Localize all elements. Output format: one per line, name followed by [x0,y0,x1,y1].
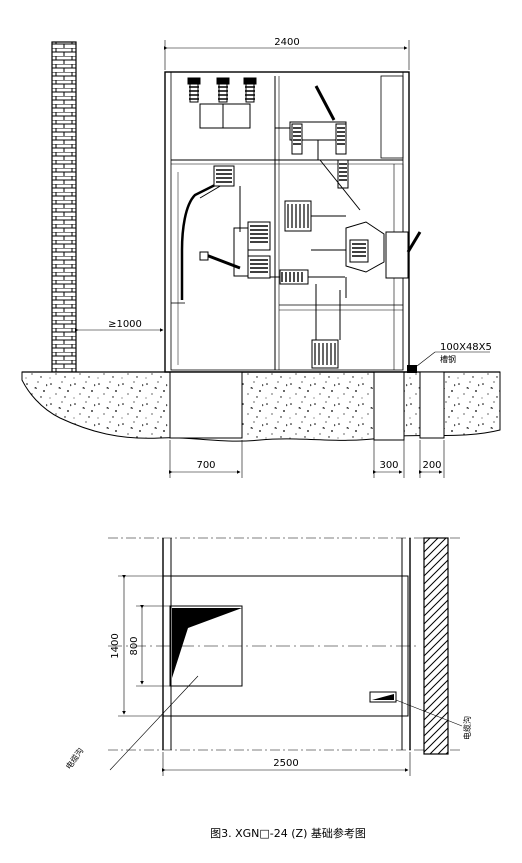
dim-2400-label: 2400 [274,37,299,48]
dim-800 [136,605,170,687]
dim-300-label: 300 [379,460,398,471]
cable-trench-label-left: 电缆沟 [63,746,85,771]
channel-type-label: 槽钢 [440,354,456,364]
plan-wall [423,537,449,755]
dim-1400 [118,575,163,717]
dim-700-label: 700 [196,460,215,471]
dim-2500-label: 2500 [273,758,298,769]
elevation-view: 2400 ≥1000 700 300 200 100X48X5 槽钢 [21,37,501,478]
cable-hole [369,691,397,703]
channel-size-label: 100X48X5 [440,342,492,353]
foundation-opening [162,575,409,717]
dim-800-label: 800 [129,636,140,655]
dim-300-200 [373,440,445,478]
channel-rails [162,538,411,750]
cable-trench-box [169,605,243,687]
cable-trench-label-right: 电缆沟 [462,716,472,740]
upper-disconnector [275,85,347,160]
ground-soil [21,371,501,442]
dim-200-label: 200 [422,460,441,471]
trench-wedge [172,608,242,678]
circuit-breaker [180,159,422,369]
channel-leader [416,351,436,367]
figure-caption: 图3. XGN□-24 (Z) 基础参考图 [210,826,366,840]
dim-cabinet-width [164,40,410,70]
plan-view: 1400 800 2500 电缆沟 电缆沟 [63,537,472,776]
dim-1000-label: ≥1000 [108,319,142,330]
busbar-insulators [187,77,257,129]
dim-2500 [162,752,411,776]
dim-700 [169,440,243,478]
channel-steel [407,365,417,373]
brick-wall [51,41,77,373]
dim-1400-label: 1400 [110,633,121,658]
